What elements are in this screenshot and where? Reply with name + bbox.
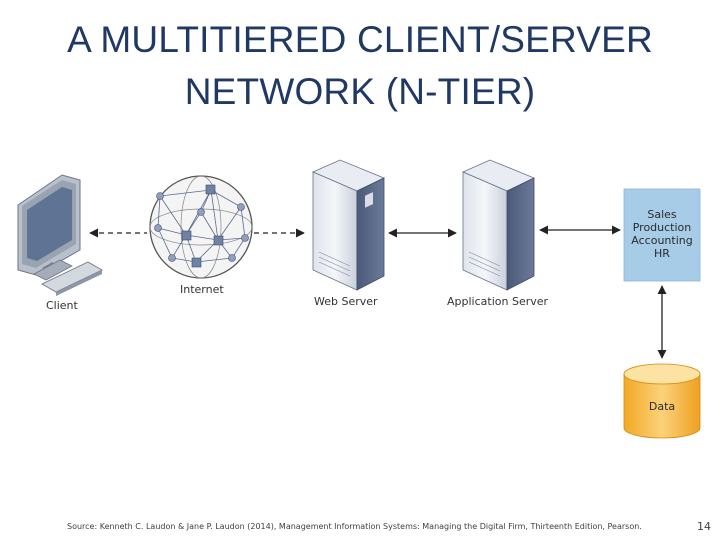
application-server-icon xyxy=(462,159,535,291)
slide-title: A MULTITIERED CLIENT/SERVER NETWORK (N-T… xyxy=(0,14,720,118)
internet-label: Internet xyxy=(180,283,224,296)
client-computer-icon xyxy=(17,174,103,296)
page-number: 14 xyxy=(697,520,711,533)
function-hr: HR xyxy=(654,247,670,260)
client-label: Client xyxy=(46,299,79,312)
title-line-1: A MULTITIERED CLIENT/SERVER xyxy=(67,19,653,60)
web-server-label: Web Server xyxy=(314,295,378,308)
application-server-label: Application Server xyxy=(447,295,549,308)
title-line-2: NETWORK (N-TIER) xyxy=(184,71,536,112)
business-functions-box: Sales Production Accounting HR xyxy=(623,188,701,282)
data-label: Data xyxy=(649,400,675,413)
function-accounting: Accounting xyxy=(631,234,692,247)
internet-globe-icon xyxy=(149,175,253,279)
function-sales: Sales xyxy=(647,208,677,221)
function-production: Production xyxy=(633,221,692,234)
web-server-icon xyxy=(312,159,385,291)
database-icon xyxy=(623,363,701,439)
source-citation: Source: Kenneth C. Laudon & Jane P. Laud… xyxy=(67,522,642,531)
